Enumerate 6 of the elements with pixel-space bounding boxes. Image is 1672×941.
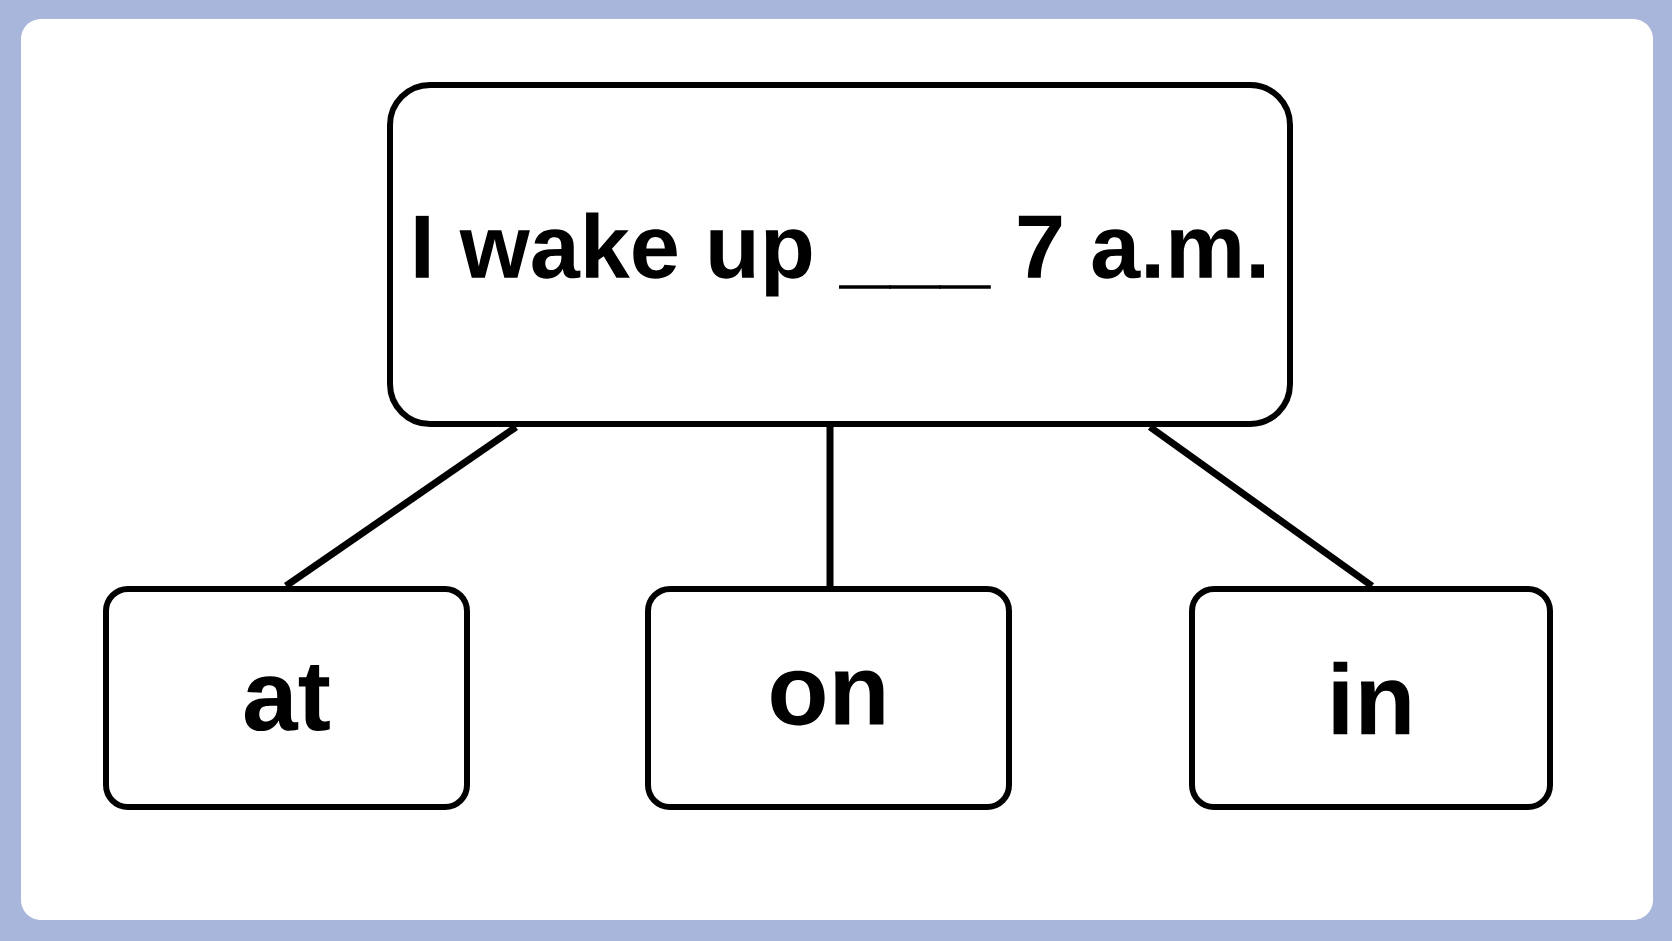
option-box: on [645, 586, 1012, 810]
sentence-box: I wake up ___ 7 a.m. [387, 82, 1293, 427]
option-box: in [1189, 586, 1553, 810]
connector-line [1147, 424, 1375, 589]
connector-line [284, 424, 518, 589]
option-box: at [103, 586, 470, 810]
